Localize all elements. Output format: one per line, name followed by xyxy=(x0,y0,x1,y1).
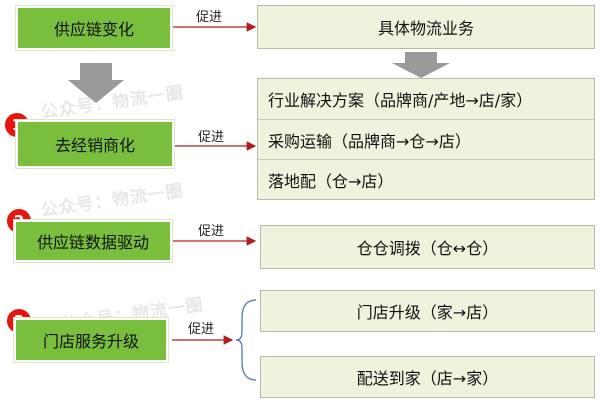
down-arrow-icon xyxy=(392,52,450,78)
node-store-service-upgrade: 门店服务升级 xyxy=(14,318,168,362)
node-warehouse-transfer: 仓仓调拨（仓↔仓） xyxy=(260,225,595,269)
node-group-solutions: 行业解决方案（品牌商/产地→店/家） 采购运输（品牌商→仓→店） 落地配（仓→店… xyxy=(257,78,595,200)
link-label: 促进 xyxy=(198,224,225,239)
bracket-connector xyxy=(235,299,257,381)
link-label: 促进 xyxy=(188,322,215,337)
link-label: 促进 xyxy=(196,10,223,25)
node-supply-chain-change: 供应链变化 xyxy=(16,6,172,50)
node-logistics-business: 具体物流业务 xyxy=(257,5,595,49)
node-home-delivery: 配送到家（店→家） xyxy=(260,356,595,398)
node-store-upgrade: 门店升级（家→店） xyxy=(260,290,595,332)
target-industry-solution: 行业解决方案（品牌商/产地→店/家） xyxy=(268,91,533,110)
target-procurement-transport: 采购运输（品牌商→仓→店） xyxy=(258,119,594,159)
node-remove-distributors: 去经销商化 xyxy=(16,120,174,168)
down-arrow-icon xyxy=(68,63,124,103)
target-last-mile-delivery: 落地配（仓→店） xyxy=(258,159,594,200)
link-label: 促进 xyxy=(198,130,225,145)
node-data-driven-supply-chain: 供应链数据驱动 xyxy=(14,220,172,262)
